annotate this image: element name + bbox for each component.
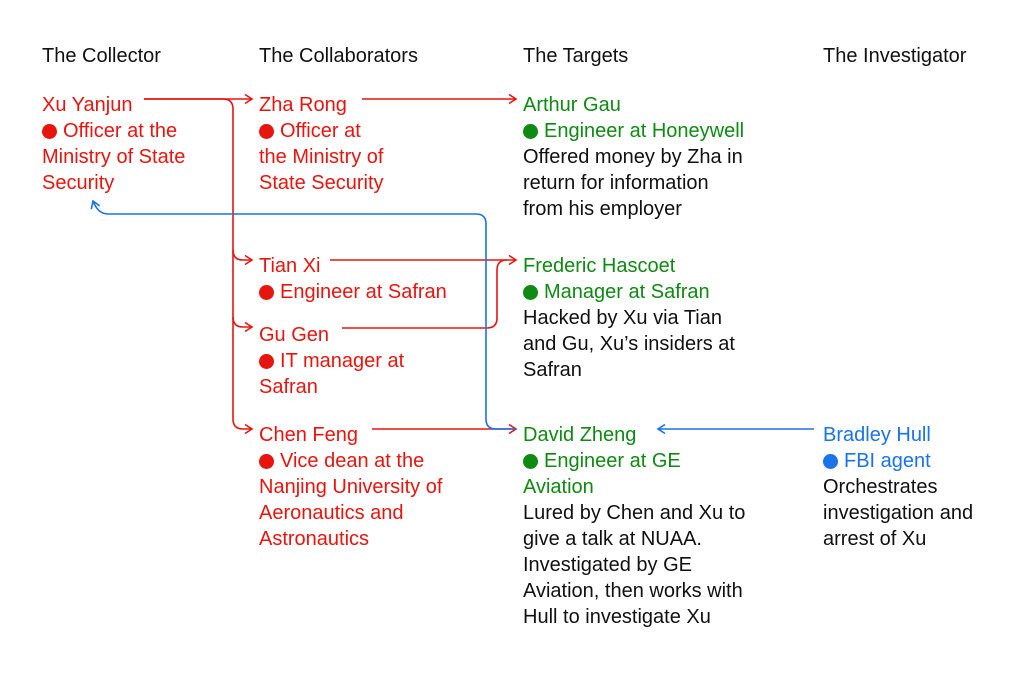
xu-role: Officer at the Ministry of State Securit… [42, 120, 186, 194]
hascoet-role: Manager at Safran [544, 281, 710, 303]
gau-name: Arthur Gau [523, 94, 621, 116]
gau-description: Offered money by Zha in return for infor… [523, 146, 743, 220]
edge-xu-to-chen [232, 317, 254, 435]
hull-name: Bradley Hull [823, 424, 931, 446]
mss-dot-icon [259, 454, 274, 469]
chen-role: Vice dean at the Nanjing University of A… [259, 450, 443, 550]
header-collector: The Collector [42, 45, 161, 67]
mss-dot-icon [259, 354, 274, 369]
edge-zheng-to-xu [90, 199, 516, 430]
target-dot-icon [523, 454, 538, 469]
header-investigator: The Investigator [823, 45, 967, 67]
target-dot-icon [523, 285, 538, 300]
zheng-role: Engineer at GE Aviation [523, 450, 681, 498]
gu-name: Gu Gen [259, 324, 330, 346]
tian-name: Tian Xi [259, 255, 321, 277]
zheng-description: Lured by Chen and Xu to give a talk at N… [523, 502, 746, 628]
fbi-dot-icon [823, 454, 838, 469]
edge-xu-to-tian [144, 98, 254, 266]
zheng-name: David Zheng [523, 424, 637, 446]
zha-role: Officer at the Ministry of State Securit… [259, 120, 384, 194]
gau-role: Engineer at Honeywell [544, 120, 745, 142]
xu-name: Xu Yanjun [42, 94, 133, 116]
chen-name: Chen Feng [259, 424, 358, 446]
target-dot-icon [523, 124, 538, 139]
gu-role: IT manager at Safran [259, 350, 405, 398]
mss-dot-icon [42, 124, 57, 139]
mss-dot-icon [259, 285, 274, 300]
header-collaborators: The Collaborators [259, 45, 418, 67]
tian-role: Engineer at Safran [280, 281, 447, 303]
hascoet-description: Hacked by Xu via Tian and Gu, Xu’s insid… [523, 307, 735, 381]
hull-role: FBI agent [844, 450, 931, 472]
header-targets: The Targets [523, 45, 629, 67]
mss-dot-icon [259, 124, 274, 139]
edge-gu-to-hascoet [342, 259, 508, 329]
hascoet-name: Frederic Hascoet [523, 255, 676, 277]
edge-xu-to-gu [232, 250, 254, 333]
hull-description: Orchestrates investigation and arrest of… [823, 476, 974, 550]
zha-name: Zha Rong [259, 94, 347, 116]
